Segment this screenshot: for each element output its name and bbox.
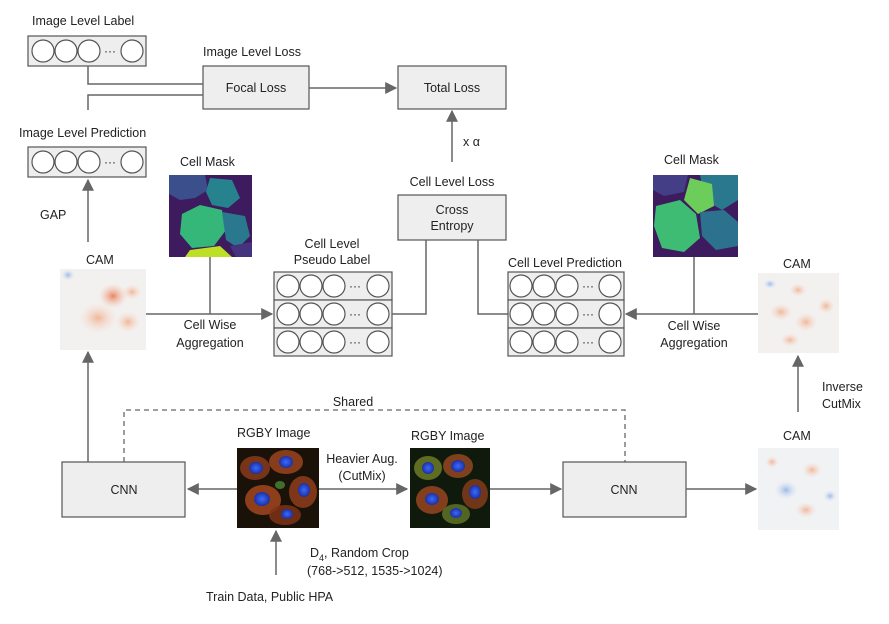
cnn-right-box bbox=[562, 461, 687, 518]
image-level-label-title: Image Level Label bbox=[32, 14, 134, 28]
shared-connector bbox=[123, 409, 626, 462]
vector-ellipsis: ··· bbox=[104, 44, 116, 58]
cell-mask-left-image bbox=[169, 175, 252, 257]
x-alpha-label: x α bbox=[463, 135, 480, 149]
cell-mask-right-image bbox=[653, 175, 738, 257]
cnn-right-label: CNN bbox=[610, 483, 637, 497]
heavier-aug-label-2: (CutMix) bbox=[338, 469, 385, 483]
vector-ellipsis: ··· bbox=[349, 279, 361, 293]
vector-ellipsis: ··· bbox=[104, 155, 116, 169]
image-level-prediction-vector: ··· bbox=[27, 146, 147, 178]
rgby-image-1 bbox=[237, 448, 319, 528]
cnn-left-box bbox=[61, 461, 186, 518]
cell-prediction-vector-2: ··· bbox=[507, 299, 625, 329]
cell-wise-label-right: Cell Wise bbox=[668, 319, 721, 333]
rgby-image-1-title: RGBY Image bbox=[237, 426, 310, 440]
vector-ellipsis: ··· bbox=[349, 307, 361, 321]
focal-loss-box bbox=[202, 65, 310, 110]
aug-description-line-1: D4, Random Crop bbox=[310, 546, 409, 563]
aggregation-label-left: Aggregation bbox=[176, 336, 243, 350]
gap-label: GAP bbox=[40, 208, 66, 222]
image-level-label-vector: ··· bbox=[27, 35, 147, 67]
cam-right-bottom-title: CAM bbox=[783, 429, 811, 443]
prediction-to-focal-line bbox=[87, 94, 203, 110]
rgby-image-2 bbox=[410, 448, 490, 528]
vector-ellipsis: ··· bbox=[349, 335, 361, 349]
label-to-focal-line bbox=[87, 66, 203, 85]
vector-ellipsis: ··· bbox=[582, 279, 594, 293]
cross-entropy-label-1: Cross bbox=[436, 203, 469, 217]
rgby-image-2-title: RGBY Image bbox=[411, 429, 484, 443]
image-level-loss-title: Image Level Loss bbox=[203, 45, 301, 59]
cutmix-label: CutMix bbox=[822, 397, 862, 411]
pseudo-label-vector-2: ··· bbox=[273, 299, 393, 329]
cam-left-title: CAM bbox=[86, 253, 114, 267]
vector-ellipsis: ··· bbox=[582, 335, 594, 349]
cell-prediction-vector-1: ··· bbox=[507, 271, 625, 301]
cell-level-prediction-title: Cell Level Prediction bbox=[508, 256, 622, 270]
total-loss-box bbox=[397, 65, 507, 110]
cell-prediction-vector-3: ··· bbox=[507, 327, 625, 357]
aug-description-line-2: (768->512, 1535->1024) bbox=[307, 564, 443, 578]
pseudo-label-title-2: Pseudo Label bbox=[294, 253, 370, 267]
total-loss-label: Total Loss bbox=[424, 81, 480, 95]
cnn-left-label: CNN bbox=[110, 483, 137, 497]
pseudo-label-title-1: Cell Level bbox=[305, 237, 360, 251]
cross-entropy-box bbox=[397, 194, 507, 241]
cell-mask-left-title: Cell Mask bbox=[180, 155, 236, 169]
image-level-prediction-title: Image Level Prediction bbox=[19, 126, 146, 140]
train-data-label: Train Data, Public HPA bbox=[206, 590, 334, 604]
cell-level-loss-title: Cell Level Loss bbox=[410, 175, 495, 189]
pseudo-label-vector-3: ··· bbox=[273, 327, 393, 357]
cell-mask-right-title: Cell Mask bbox=[664, 153, 720, 167]
cell-wise-label-left: Cell Wise bbox=[184, 318, 237, 332]
cam-right-top-image bbox=[758, 273, 839, 353]
cam-left-image bbox=[60, 269, 146, 350]
cam-right-bottom-image bbox=[758, 448, 839, 530]
prediction-to-cross-line bbox=[477, 240, 508, 315]
shared-label: Shared bbox=[333, 395, 373, 409]
cam-right-top-title: CAM bbox=[783, 257, 811, 271]
heavier-aug-label-1: Heavier Aug. bbox=[326, 452, 398, 466]
aggregation-label-right: Aggregation bbox=[660, 336, 727, 350]
inverse-label: Inverse bbox=[822, 380, 863, 394]
pseudo-to-cross-line bbox=[392, 240, 427, 315]
pseudo-label-vector-1: ··· bbox=[273, 271, 393, 301]
cross-entropy-label-2: Entropy bbox=[430, 219, 474, 233]
focal-loss-label: Focal Loss bbox=[226, 81, 286, 95]
vector-ellipsis: ··· bbox=[582, 307, 594, 321]
